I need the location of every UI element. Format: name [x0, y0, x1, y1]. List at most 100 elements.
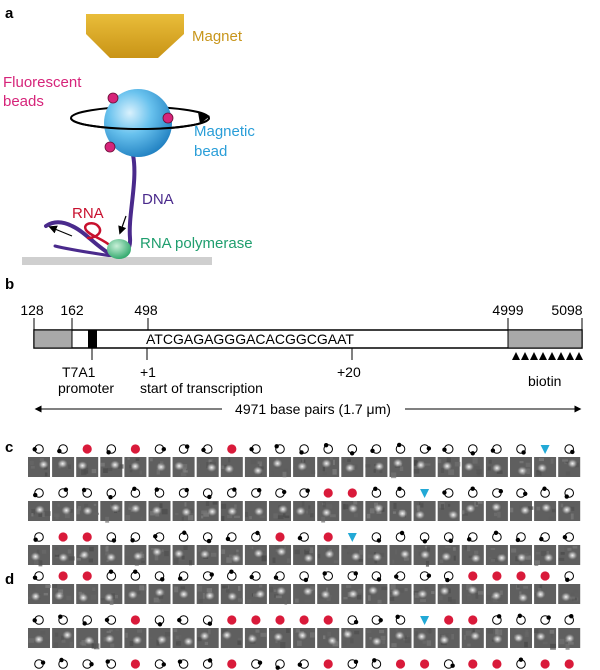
panel-b: b 128 162 498 4999 5098 ATCGAGAGGGACACGG… [5, 276, 583, 417]
video-frame [196, 501, 219, 521]
orientation-marker [33, 532, 44, 542]
video-frame [124, 584, 147, 604]
video-frame [148, 457, 171, 477]
video-frame [317, 545, 340, 565]
video-frame [341, 628, 364, 648]
orientation-marker [154, 659, 166, 669]
video-frame [269, 501, 291, 521]
panel-c-letter: c [5, 439, 13, 456]
magnetic-bead-label-1: Magnetic [194, 123, 255, 140]
rotation-ring-front [70, 117, 210, 130]
highlight-marker [323, 532, 333, 542]
video-frame [244, 545, 267, 565]
orientation-marker [468, 444, 478, 456]
orientation-marker [468, 486, 478, 498]
position-label: 498 [134, 302, 158, 318]
orientation-marker [564, 444, 575, 455]
orientation-marker [466, 532, 478, 542]
orientation-marker [371, 658, 382, 669]
orientation-marker [249, 571, 261, 581]
video-frame [172, 501, 195, 521]
video-frame [317, 628, 340, 648]
highlight-marker [251, 615, 261, 625]
highlight-marker [468, 571, 478, 581]
video-frame [196, 584, 219, 604]
highlight-marker [540, 571, 550, 581]
video-frame [485, 501, 508, 521]
video-frame [461, 501, 484, 521]
panel-d-frames [28, 569, 581, 670]
video-frame [124, 501, 147, 521]
orientation-marker [539, 532, 550, 542]
dna-strand-base [53, 244, 114, 258]
video-frame [558, 501, 581, 521]
orientation-marker [322, 571, 334, 581]
orientation-marker [370, 444, 382, 454]
video-frame [196, 628, 219, 648]
highlight-marker [130, 659, 140, 669]
video-frame [148, 501, 171, 521]
video-frame [317, 457, 340, 477]
video-frame [148, 628, 171, 648]
video-frame [365, 501, 388, 521]
fluorescent-label-2: beads [3, 93, 44, 110]
orientation-marker [154, 615, 165, 627]
biotin-markers [512, 352, 583, 360]
highlight-marker [299, 615, 309, 625]
orientation-marker [130, 486, 141, 498]
video-frame [389, 501, 412, 521]
video-frame [220, 501, 243, 522]
highlight-marker [323, 659, 333, 669]
video-frame [558, 457, 581, 477]
video-frame [389, 584, 412, 604]
orientation-marker [395, 614, 406, 625]
video-frame [269, 584, 291, 605]
orientation-marker [297, 659, 309, 669]
orientation-marker [251, 659, 263, 669]
orientation-marker [153, 532, 165, 542]
video-frame [341, 501, 364, 521]
video-frame [558, 628, 581, 650]
video-frame [534, 545, 557, 566]
highlight-marker [323, 488, 333, 498]
video-frame [52, 545, 75, 565]
video-frame [269, 545, 291, 565]
video-frame [534, 457, 557, 477]
plus20-label: +20 [337, 364, 361, 380]
rna-label: RNA [72, 205, 104, 222]
video-frame [244, 501, 267, 521]
video-frame [365, 628, 388, 648]
video-frame [413, 584, 436, 604]
orientation-marker [275, 488, 287, 498]
orientation-marker [251, 488, 262, 498]
orientation-marker [34, 659, 46, 669]
orientation-marker [419, 444, 432, 454]
promoter-block [88, 330, 97, 348]
video-frame [341, 584, 364, 604]
orientation-marker [106, 569, 117, 581]
orientation-marker [564, 488, 575, 499]
video-frame [124, 628, 147, 648]
orientation-marker [371, 486, 382, 498]
orientation-marker [562, 532, 575, 542]
orientation-marker [178, 487, 189, 498]
orientation-marker [297, 532, 309, 542]
rna-polymerase [107, 239, 131, 259]
dna-strand-left [44, 220, 112, 256]
video-frame [220, 457, 243, 477]
highlight-marker [227, 615, 237, 625]
video-frame [28, 457, 50, 477]
magnetic-bead [104, 89, 172, 157]
orientation-marker [564, 571, 575, 583]
orientation-marker [58, 614, 68, 625]
video-frame [76, 457, 99, 477]
video-frame [510, 457, 532, 477]
highlight-marker [58, 571, 68, 581]
video-frame [196, 545, 219, 565]
dna-label: DNA [142, 191, 174, 208]
orientation-marker [202, 615, 213, 626]
fluorescent-bead [162, 112, 174, 124]
video-frame [269, 457, 291, 478]
orientation-marker [275, 659, 285, 670]
video-frame [317, 584, 340, 604]
